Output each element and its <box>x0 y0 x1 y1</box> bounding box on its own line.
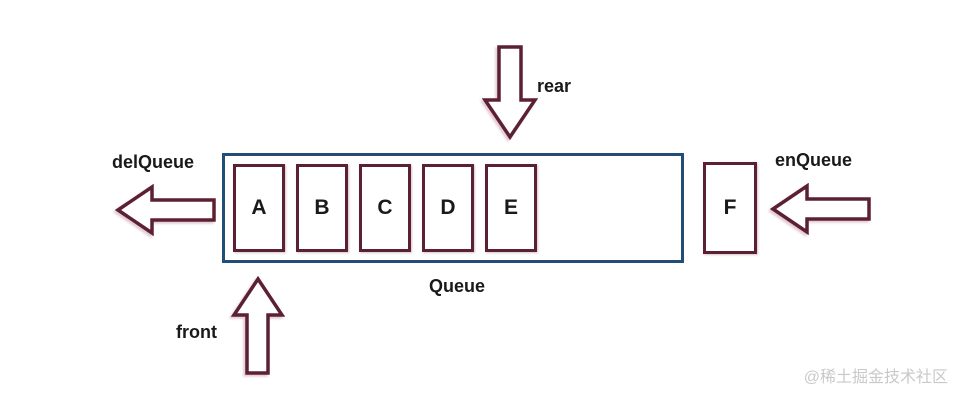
front-arrow-up-icon <box>231 276 285 376</box>
incoming-cell-f: F <box>703 162 757 254</box>
dequeue-arrow-left-icon <box>115 184 217 236</box>
queue-title: Queue <box>429 276 486 296</box>
front-label: front <box>176 322 217 342</box>
enqueue-arrow-left-icon <box>770 183 872 235</box>
queue-cell-b: B <box>296 164 348 252</box>
rear-arrow-down-icon <box>482 44 538 140</box>
queue-cell-e: E <box>485 164 537 252</box>
dequeue-label: delQueue <box>112 152 195 172</box>
queue-cell-c: C <box>359 164 411 252</box>
watermark: @稀土掘金技术社区 <box>803 369 948 386</box>
enqueue-label: enQueue <box>775 150 853 170</box>
queue-container: A B C D E <box>222 153 684 263</box>
queue-cell-d: D <box>422 164 474 252</box>
rear-label: rear <box>537 76 572 96</box>
queue-cell-a: A <box>233 164 285 252</box>
